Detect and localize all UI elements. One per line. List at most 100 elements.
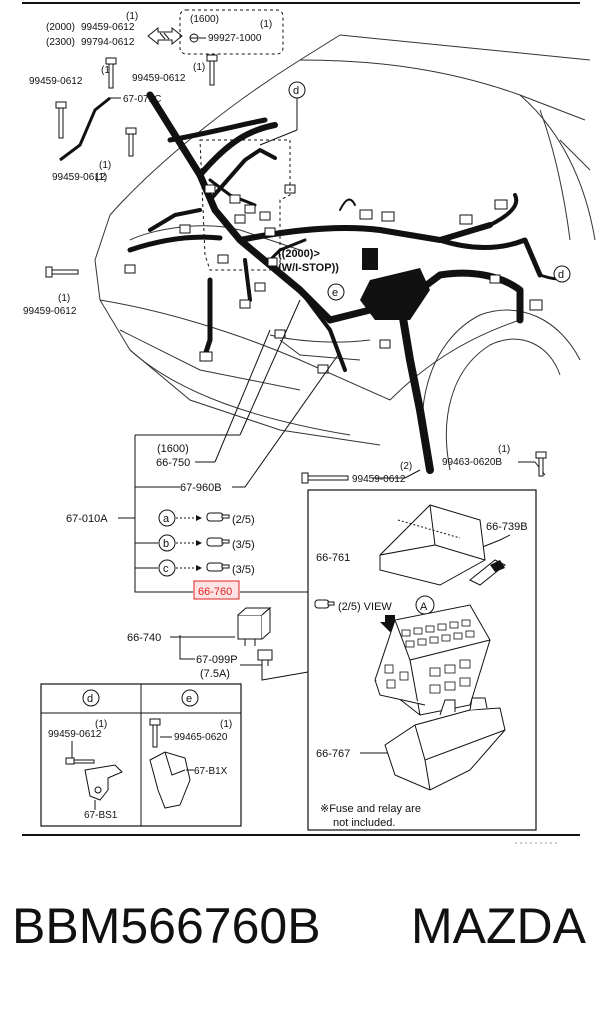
bolt-icon	[55, 101, 67, 139]
view-arrow-icon	[380, 615, 400, 632]
relay-icon	[237, 606, 272, 646]
bolt-icon	[105, 57, 117, 89]
svg-text:c: c	[163, 563, 169, 575]
detail-e-bolt-qty: (1)	[220, 719, 232, 730]
bolt1-qty: (1)	[101, 65, 113, 76]
connector-row-c: c (3/5)	[158, 559, 255, 577]
svg-text:e: e	[186, 693, 192, 705]
pointing-hand-icon	[206, 562, 230, 572]
fuse-box-panel	[307, 489, 537, 831]
bolt4-qty: (1)	[95, 172, 107, 183]
svg-text:(3/5): (3/5)	[232, 564, 255, 576]
detail-d-bracket-part: 67-BS1	[84, 810, 118, 821]
bolt6-qty: (2)	[400, 461, 412, 472]
part-67-099p: 67-099P	[196, 654, 238, 666]
bolt3-part: 67-071C	[123, 94, 161, 105]
ground-strap	[59, 96, 111, 162]
pointing-hand-icon	[206, 537, 230, 547]
bolt7-qty: (1)	[498, 444, 510, 455]
bolt4-part: 99459-0612	[52, 172, 106, 183]
pointing-hand-icon	[314, 599, 335, 609]
bolt-icon	[535, 451, 547, 477]
brand-name: MAZDA	[411, 898, 586, 954]
view-label: (2/5) VIEW	[338, 601, 392, 613]
fuse-relay-block	[374, 604, 491, 716]
wiring-harness-diagram: (2000) 99459-0612 (1) (2300) 99794-0612 …	[22, 2, 596, 844]
nut-icon	[189, 33, 199, 43]
callout-d-top: d	[259, 81, 306, 146]
top-left-part-2: 99794-0612	[81, 37, 135, 48]
svg-text:(3/5): (3/5)	[232, 539, 255, 551]
bolt7-part: 99463-0620B	[442, 457, 502, 468]
detail-d-bolt-qty: (1)	[95, 719, 107, 730]
part-66-750: 66-750	[156, 457, 190, 469]
bolt-icon	[45, 266, 79, 278]
part-67-960b: 67-960B	[180, 482, 222, 494]
wstop-line2: (W/I-STOP))	[278, 262, 339, 274]
box-part: 99927-1000	[208, 33, 262, 44]
part-66-767: 66-767	[316, 748, 350, 760]
detail-e-header: e	[181, 689, 199, 707]
part-66-760: 66-760	[198, 586, 232, 598]
car-body-outline	[94, 34, 596, 471]
bolt-icon	[301, 472, 349, 484]
top-left-qty: (1)	[126, 11, 138, 22]
part-66-760-highlight	[193, 580, 240, 600]
box-variant: (1600)	[190, 14, 219, 25]
detail-e-bracket-part: 67-B1X	[194, 766, 228, 777]
part-number: BBM566760B	[12, 898, 321, 954]
fuse-box-lower-case	[384, 697, 506, 791]
part-66-739b: 66-739B	[486, 521, 528, 533]
footer: BBM566760B MAZDA	[0, 895, 600, 985]
note-line1: ※Fuse and relay are	[320, 803, 421, 815]
pointing-hand-icon	[206, 512, 230, 522]
wstop-line1: ((2000)>	[278, 248, 320, 260]
bolt-icon	[206, 54, 218, 86]
detail-d-header: d	[82, 689, 100, 707]
top-left-variant-2000: (2000)	[46, 22, 75, 33]
harness-connector-block	[362, 248, 378, 270]
part-66-761: 66-761	[316, 552, 350, 564]
fuse-puller-icon	[469, 559, 506, 586]
svg-text:a: a	[163, 513, 170, 525]
wstop-connector	[267, 257, 278, 267]
bolt2-qty: (1)	[193, 62, 205, 73]
svg-text:(2/5): (2/5)	[232, 514, 255, 526]
leader-lines	[118, 299, 546, 754]
fuse-slots	[384, 619, 475, 694]
bolt5-qty-left: (1)	[58, 293, 70, 304]
bolt2-part: 99459-0612	[132, 73, 186, 84]
detail-e-bolt-icon	[149, 718, 161, 748]
detail-e-bracket	[149, 751, 191, 809]
bolt5-part: 99459-0612	[23, 306, 77, 317]
bolt5-qty: (1)	[99, 160, 111, 171]
detail-d-bracket	[65, 757, 123, 801]
mini-fuse-icon	[257, 649, 273, 666]
bolt1-part: 99459-0612	[29, 76, 83, 87]
top-left-part-1: 99459-0612	[81, 22, 135, 33]
connector-row-b: b (3/5)	[158, 534, 255, 552]
box-qty: (1)	[260, 19, 272, 30]
part-66-740: 66-740	[127, 632, 161, 644]
variant-1600-callout-box	[179, 9, 284, 55]
bolt-icon	[125, 127, 137, 157]
detail-e-bolt-part: 99465-0620	[174, 732, 228, 743]
connector-row-a: a (2/5)	[158, 509, 255, 527]
equivalence-arrow-icon	[147, 26, 183, 46]
svg-text:d: d	[558, 269, 564, 281]
view-letter: A	[420, 601, 428, 613]
p66750-variant: (1600)	[157, 443, 189, 455]
top-left-variant-2300: (2300)	[46, 37, 75, 48]
note-line2: not included.	[333, 817, 395, 829]
svg-text:b: b	[163, 538, 169, 550]
part-67-099p-rating: (7.5A)	[200, 668, 230, 680]
callout-d-right: d	[553, 265, 571, 283]
svg-text:d: d	[87, 693, 93, 705]
fuse-box-cover	[379, 504, 486, 586]
svg-text:e: e	[332, 287, 338, 299]
part-67-010a: 67-010A	[66, 513, 108, 525]
callout-e: e	[327, 283, 345, 301]
bolt6-part: 99459-0612	[352, 474, 406, 485]
detail-d-bolt-part: 99459-0612	[48, 729, 102, 740]
svg-text:d: d	[293, 85, 299, 97]
